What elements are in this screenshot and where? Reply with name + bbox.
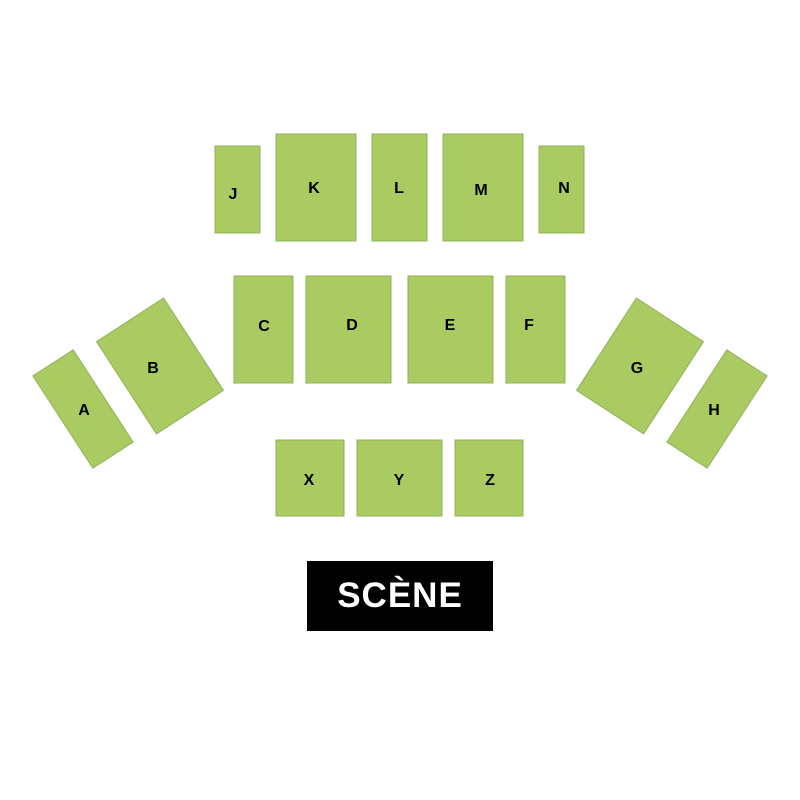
section-label-g: G (631, 360, 643, 377)
section-label-c: C (258, 318, 270, 335)
section-b[interactable]: B (95, 297, 225, 435)
section-label-b: B (147, 360, 159, 377)
section-c[interactable]: C (233, 275, 294, 384)
section-k[interactable]: K (275, 133, 357, 242)
section-label-m: M (474, 182, 487, 199)
section-d[interactable]: D (305, 275, 392, 384)
section-f[interactable]: F (505, 275, 566, 384)
section-y[interactable]: Y (356, 439, 443, 517)
section-label-z: Z (485, 472, 495, 489)
section-label-e: E (445, 317, 456, 334)
stage-label: SCÈNE (337, 576, 463, 615)
stage: SCÈNE (307, 561, 493, 631)
section-label-x: X (304, 472, 315, 489)
section-n[interactable]: N (538, 145, 585, 234)
section-j[interactable]: J (214, 145, 261, 234)
section-z[interactable]: Z (454, 439, 524, 517)
section-label-n: N (558, 180, 570, 197)
section-label-a: A (78, 402, 90, 419)
section-g[interactable]: G (575, 297, 705, 435)
section-label-k: K (308, 180, 320, 197)
section-a[interactable]: A (32, 349, 134, 469)
section-m[interactable]: M (442, 133, 524, 242)
section-x[interactable]: X (275, 439, 345, 517)
section-label-j: J (229, 186, 238, 203)
section-l[interactable]: L (371, 133, 428, 242)
section-label-l: L (394, 180, 404, 197)
section-label-f: F (524, 317, 534, 334)
section-label-d: D (346, 317, 358, 334)
section-e[interactable]: E (407, 275, 494, 384)
section-label-y: Y (394, 472, 405, 489)
section-h[interactable]: H (666, 349, 768, 469)
section-label-h: H (708, 402, 720, 419)
